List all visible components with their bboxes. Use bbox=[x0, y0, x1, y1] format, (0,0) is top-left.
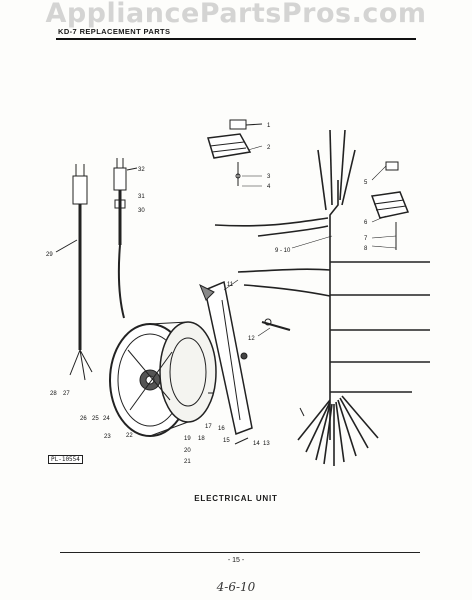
callout-label: 12 bbox=[248, 336, 255, 342]
header-rule bbox=[56, 38, 416, 40]
callout-label: 16 bbox=[218, 426, 225, 432]
handwritten-note: 4-6-10 bbox=[216, 580, 256, 594]
callout-label: 13 bbox=[263, 441, 270, 447]
callout-label: 25 bbox=[92, 416, 99, 422]
callout-label: 2 bbox=[267, 145, 271, 151]
callout-label: 5 bbox=[364, 180, 368, 186]
callout-label: 9 - 10 bbox=[275, 248, 291, 254]
callout-label: 24 bbox=[103, 416, 110, 422]
callout-label: 17 bbox=[205, 424, 212, 430]
watermark: AppliancePartsPros.com bbox=[45, 0, 427, 29]
callout-leaders bbox=[223, 145, 397, 337]
callout-label: 6 bbox=[364, 220, 368, 226]
misc-hardware bbox=[234, 318, 305, 445]
figure-reference-tag: PL-10554 bbox=[48, 455, 83, 464]
callout-label: 27 bbox=[63, 391, 70, 397]
callout-label: 22 bbox=[126, 433, 133, 439]
callout-labels: 1 2 3 4 5 6 7 8 9 - 10 11 12 13 14 15 16… bbox=[46, 123, 368, 465]
callout-label: 11 bbox=[227, 282, 234, 288]
footer-rule bbox=[60, 552, 420, 553]
callout-label: 3 bbox=[267, 174, 271, 180]
callout-label: 7 bbox=[364, 236, 368, 242]
callout-label: 19 bbox=[184, 436, 191, 442]
callout-label: 26 bbox=[80, 416, 87, 422]
callout-label: 21 bbox=[184, 459, 191, 465]
switch-assembly-top bbox=[207, 119, 263, 186]
plug-cord-right bbox=[113, 158, 138, 319]
callout-label: 31 bbox=[138, 194, 145, 200]
callout-label: 8 bbox=[364, 246, 368, 252]
reel-bracket bbox=[199, 280, 253, 436]
callout-label: 14 bbox=[253, 441, 260, 447]
callout-label: 18 bbox=[198, 436, 205, 442]
callout-label: 30 bbox=[138, 208, 145, 214]
switch-assembly-right bbox=[370, 161, 410, 250]
figure-title: ELECTRICAL UNIT bbox=[194, 494, 278, 503]
callout-label: 29 bbox=[46, 252, 53, 258]
callout-label: 15 bbox=[223, 438, 230, 444]
cord-reel bbox=[109, 321, 217, 437]
callout-label: 32 bbox=[138, 167, 145, 173]
plug-cord-left bbox=[55, 164, 93, 381]
callout-label: 1 bbox=[267, 123, 271, 129]
wiring-harness bbox=[214, 129, 430, 466]
callout-label: 28 bbox=[50, 391, 57, 397]
page-number: - 15 - bbox=[227, 557, 245, 564]
page-header: KD-7 REPLACEMENT PARTS bbox=[58, 27, 171, 36]
callout-label: 23 bbox=[104, 434, 111, 440]
callout-label: 4 bbox=[267, 184, 271, 190]
callout-label: 20 bbox=[184, 448, 191, 454]
